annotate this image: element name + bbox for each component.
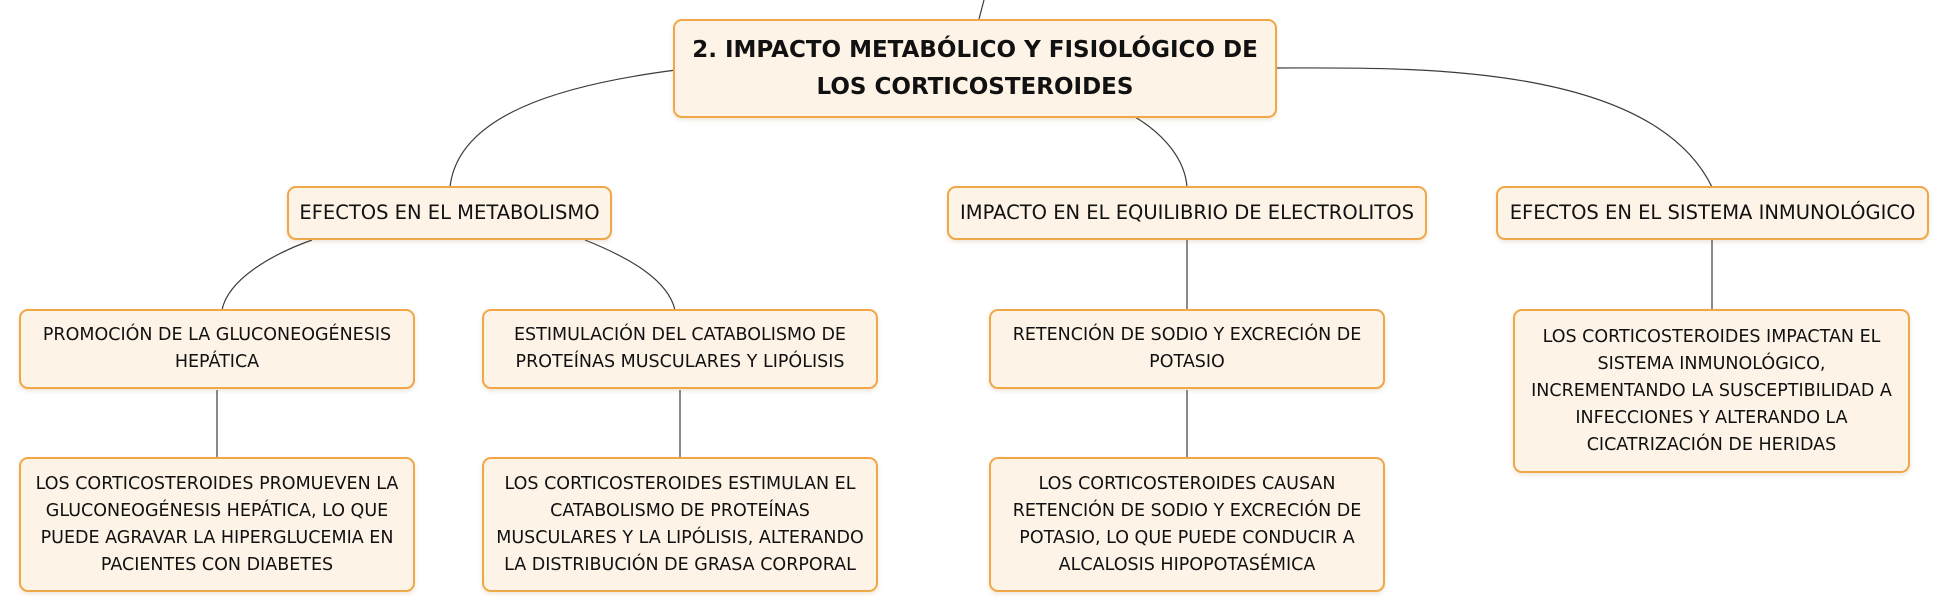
detail-node-gluconeogenesis[interactable]: LOS CORTICOSTEROIDES PROMUEVEN LA GLUCON… xyxy=(19,457,415,592)
topic-node-metabolism[interactable]: EFECTOS EN EL METABOLISMO xyxy=(287,186,612,240)
subtopic-node-immune-impact[interactable]: LOS CORTICOSTEROIDES IMPACTAN EL SISTEMA… xyxy=(1513,309,1910,473)
central-topic-node[interactable]: 2. IMPACTO METABÓLICO Y FISIOLÓGICO DE L… xyxy=(673,19,1277,118)
topic-label-electrolytes: IMPACTO EN EL EQUILIBRIO DE ELECTROLITOS xyxy=(960,201,1414,224)
detail-label-catabolism: LOS CORTICOSTEROIDES ESTIMULAN EL CATABO… xyxy=(496,473,864,575)
subtopic-label-sodium-potassium: RETENCIÓN DE SODIO Y EXCRECIÓN DE POTASI… xyxy=(1012,325,1362,372)
topic-label-immune-system: EFECTOS EN EL SISTEMA INMUNOLÓGICO xyxy=(1509,201,1916,224)
connector-line-metabolism-to-catabolism xyxy=(584,239,676,311)
connector-line-root-to-metabolism xyxy=(449,69,677,188)
central-topic-label: 2. IMPACTO METABÓLICO Y FISIOLÓGICO DE L… xyxy=(692,36,1258,100)
subtopic-label-immune-impact: LOS CORTICOSTEROIDES IMPACTAN EL SISTEMA… xyxy=(1531,326,1892,455)
subtopic-label-catabolism: ESTIMULACIÓN DEL CATABOLISMO DE PROTEÍNA… xyxy=(514,325,846,372)
subtopic-label-gluconeogenesis: PROMOCIÓN DE LA GLUCONEOGÉNESIS HEPÁTICA xyxy=(42,325,392,372)
subtopic-node-sodium-potassium[interactable]: RETENCIÓN DE SODIO Y EXCRECIÓN DE POTASI… xyxy=(989,309,1385,389)
subtopic-node-catabolism[interactable]: ESTIMULACIÓN DEL CATABOLISMO DE PROTEÍNA… xyxy=(482,309,878,389)
detail-node-catabolism[interactable]: LOS CORTICOSTEROIDES ESTIMULAN EL CATABO… xyxy=(482,457,878,592)
subtopic-node-gluconeogenesis[interactable]: PROMOCIÓN DE LA GLUCONEOGÉNESIS HEPÁTICA xyxy=(19,309,415,389)
topic-node-electrolytes[interactable]: IMPACTO EN EL EQUILIBRIO DE ELECTROLITOS xyxy=(947,186,1427,240)
topic-node-immune-system[interactable]: EFECTOS EN EL SISTEMA INMUNOLÓGICO xyxy=(1496,186,1929,240)
connector-line-root-to-electrolytes xyxy=(1134,116,1188,188)
connector-line-root-to-parent xyxy=(978,0,985,20)
detail-label-gluconeogenesis: LOS CORTICOSTEROIDES PROMUEVEN LA GLUCON… xyxy=(35,473,399,575)
topic-label-metabolism: EFECTOS EN EL METABOLISMO xyxy=(299,201,600,224)
connector-line-root-to-immune xyxy=(1274,67,1713,188)
detail-node-sodium-potassium[interactable]: LOS CORTICOSTEROIDES CAUSAN RETENCIÓN DE… xyxy=(989,457,1385,592)
detail-label-sodium-potassium: LOS CORTICOSTEROIDES CAUSAN RETENCIÓN DE… xyxy=(1012,473,1362,575)
connector-line-metabolism-to-gluconeogenesis xyxy=(221,239,313,311)
